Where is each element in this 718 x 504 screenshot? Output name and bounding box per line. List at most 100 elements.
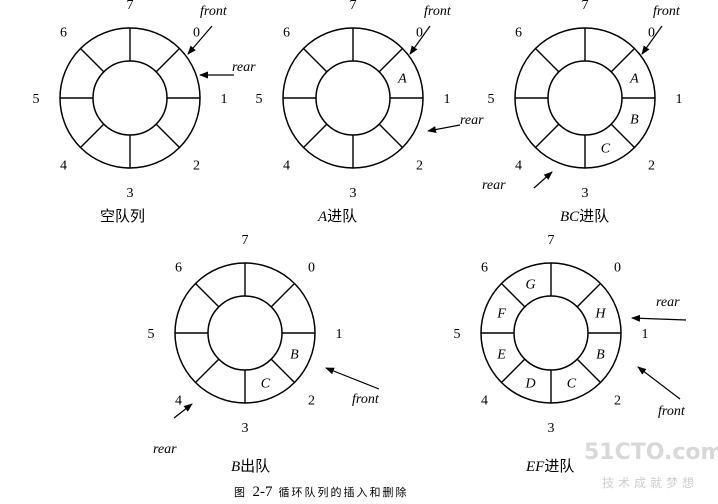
slot-divider <box>535 48 560 73</box>
slot-index-label: 1 <box>444 92 451 107</box>
slot-divider <box>303 123 328 148</box>
slot-index-label: 0 <box>308 261 315 276</box>
front-pointer-label: front <box>653 4 681 19</box>
queue-element: D <box>524 376 535 391</box>
slot-index-label: 0 <box>193 26 200 41</box>
inner-circle <box>92 60 168 136</box>
watermark-slogan: 技术成就梦想 <box>602 476 699 490</box>
slot-divider <box>270 283 295 308</box>
slot-divider <box>378 123 403 148</box>
front-pointer-arrow <box>409 25 431 55</box>
caption-b-text: 出队 <box>240 457 271 475</box>
rear-pointer-arrow <box>427 124 461 133</box>
slot-index-label: 2 <box>648 158 655 173</box>
slot-index-label: 1 <box>221 92 228 107</box>
slot-index-label: 5 <box>454 327 461 342</box>
slot-divider <box>303 48 328 73</box>
slot-index-label: 7 <box>127 0 134 13</box>
caption-b-dequeued: B出队 <box>231 455 270 476</box>
slot-index-label: 2 <box>308 393 315 408</box>
caption-a-text: 进队 <box>327 207 358 225</box>
caption-a-enqueued: A进队 <box>318 205 357 226</box>
slot-divider <box>270 358 295 383</box>
queue-element: C <box>567 376 577 391</box>
rear-pointer-label: rear <box>656 295 680 310</box>
slot-index-label: 3 <box>350 186 357 201</box>
rear-pointer-label: rear <box>232 60 256 75</box>
slot-index-label: 2 <box>614 393 621 408</box>
queue-element: F <box>496 307 506 322</box>
slot-index-label: 4 <box>283 158 290 173</box>
inner-circle <box>513 295 589 371</box>
rear-pointer-arrow <box>631 314 687 322</box>
slot-index-label: 5 <box>33 92 40 107</box>
caption-ef-enqueued: EF进队 <box>526 455 574 476</box>
front-pointer-arrow <box>637 366 681 400</box>
caption-empty-text: 空队列 <box>100 207 146 225</box>
rear-pointer-label: rear <box>460 113 484 128</box>
slot-divider <box>195 283 220 308</box>
slot-index-label: 6 <box>175 261 182 276</box>
slot-divider <box>535 123 560 148</box>
front-pointer-arrow <box>641 25 663 55</box>
slot-divider <box>80 48 105 73</box>
queue-element: G <box>525 278 535 293</box>
slot-index-label: 7 <box>350 0 357 13</box>
slot-index-label: 0 <box>416 26 423 41</box>
rear-pointer-label: rear <box>153 442 177 457</box>
slot-divider <box>80 123 105 148</box>
queue-element: B <box>290 347 299 362</box>
slot-index-label: 3 <box>582 186 589 201</box>
slot-divider <box>501 283 526 308</box>
slot-index-label: 5 <box>148 327 155 342</box>
rear-pointer-arrow <box>173 403 193 419</box>
figure-title: 循环队列的插入和删除 <box>278 486 409 499</box>
rear-pointer-label: rear <box>482 178 506 193</box>
rear-pointer-arrow <box>533 171 553 189</box>
front-pointer-arrow <box>325 367 380 390</box>
slot-index-label: 4 <box>60 158 67 173</box>
queue-element: H <box>594 307 606 322</box>
slot-divider <box>610 48 635 73</box>
caption-bc-text: 进队 <box>579 207 610 225</box>
caption-ef-text: 进队 <box>544 457 575 475</box>
slot-divider <box>378 48 403 73</box>
watermark-logo: 51CTO.com <box>584 440 718 465</box>
slot-index-label: 0 <box>648 26 655 41</box>
caption-empty-queue: 空队列 <box>100 205 145 226</box>
caption-a-letters: A <box>318 209 328 225</box>
front-pointer-label: front <box>200 4 228 19</box>
slot-index-label: 7 <box>242 233 249 248</box>
front-pointer-label: front <box>424 4 452 19</box>
slot-index-label: 4 <box>481 393 488 408</box>
slot-index-label: 2 <box>416 158 423 173</box>
queue-element: B <box>596 347 605 362</box>
front-pointer-arrow <box>187 25 213 55</box>
slot-index-label: 3 <box>242 421 249 436</box>
slot-divider <box>501 358 526 383</box>
queue-element: C <box>601 141 611 156</box>
inner-circle <box>547 60 623 136</box>
slot-index-label: 6 <box>481 261 488 276</box>
slot-index-label: 1 <box>336 327 343 342</box>
inner-circle <box>207 295 283 371</box>
slot-index-label: 5 <box>256 92 263 107</box>
slot-index-label: 7 <box>582 0 589 13</box>
queue-element: A <box>397 72 407 87</box>
slot-index-label: 4 <box>515 158 522 173</box>
queue-element: A <box>629 72 639 87</box>
queue-element: B <box>630 112 639 127</box>
slot-divider <box>155 123 180 148</box>
figure-number: 2-7 <box>252 484 273 500</box>
inner-circle <box>315 60 391 136</box>
queue-element: E <box>496 347 506 362</box>
slot-index-label: 2 <box>193 158 200 173</box>
slot-index-label: 1 <box>676 92 683 107</box>
slot-divider <box>576 358 601 383</box>
